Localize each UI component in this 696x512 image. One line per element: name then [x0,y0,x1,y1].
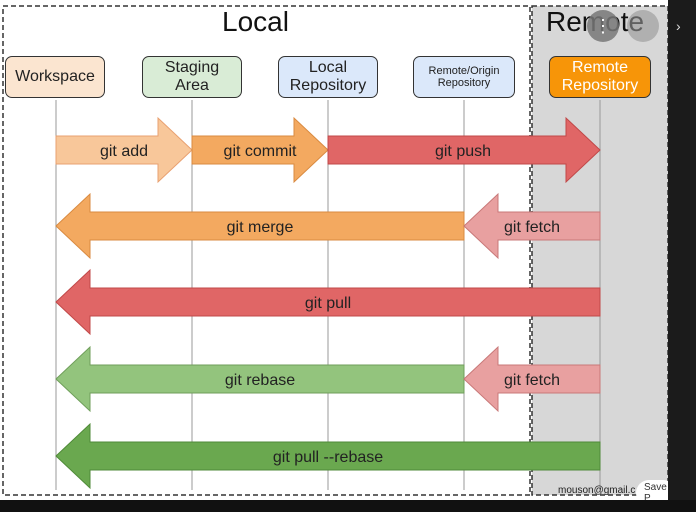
chevron-right-icon[interactable]: › [676,18,681,34]
more-options-button[interactable]: ⋮ [587,10,619,42]
local-title: Local [222,6,289,37]
remote-repository-box: Remote Repository [549,56,651,98]
git-push-arrow [327,116,601,184]
bottom-bar [0,500,696,512]
git-rebase-label: git rebase [225,372,295,389]
git-add-label: git add [100,143,148,160]
git-pull-arrow [55,268,601,336]
local-repository-box: Local Repository [278,56,378,98]
local-region [2,5,531,496]
git-push-label: git push [435,143,491,160]
git-pull-label: git pull [305,295,351,312]
git-fetch-label-1: git fetch [504,219,560,236]
git-commit-arrow [191,116,329,184]
staging-area-box: Staging Area [142,56,242,98]
git-pull-rebase-arrow [55,422,601,490]
git-fetch-label-2: git fetch [504,372,560,389]
git-rebase-arrow [55,345,465,413]
right-side-panel: › [668,0,696,512]
git-add-arrow [55,116,193,184]
git-pull-rebase-label: git pull --rebase [273,449,383,466]
remote-origin-repository-box: Remote/Origin Repository [413,56,515,98]
git-merge-label: git merge [227,219,294,236]
git-fetch-arrow-2 [463,345,601,413]
author-email: mouson@gmail.c [558,485,635,496]
git-fetch-arrow-1 [463,192,601,260]
overlay-circle-button[interactable] [627,10,659,42]
git-commit-label: git commit [224,143,297,160]
workspace-box: Workspace [5,56,105,98]
git-merge-arrow [55,192,465,260]
diagram-canvas: git add git commit git push git merge gi… [0,0,676,506]
